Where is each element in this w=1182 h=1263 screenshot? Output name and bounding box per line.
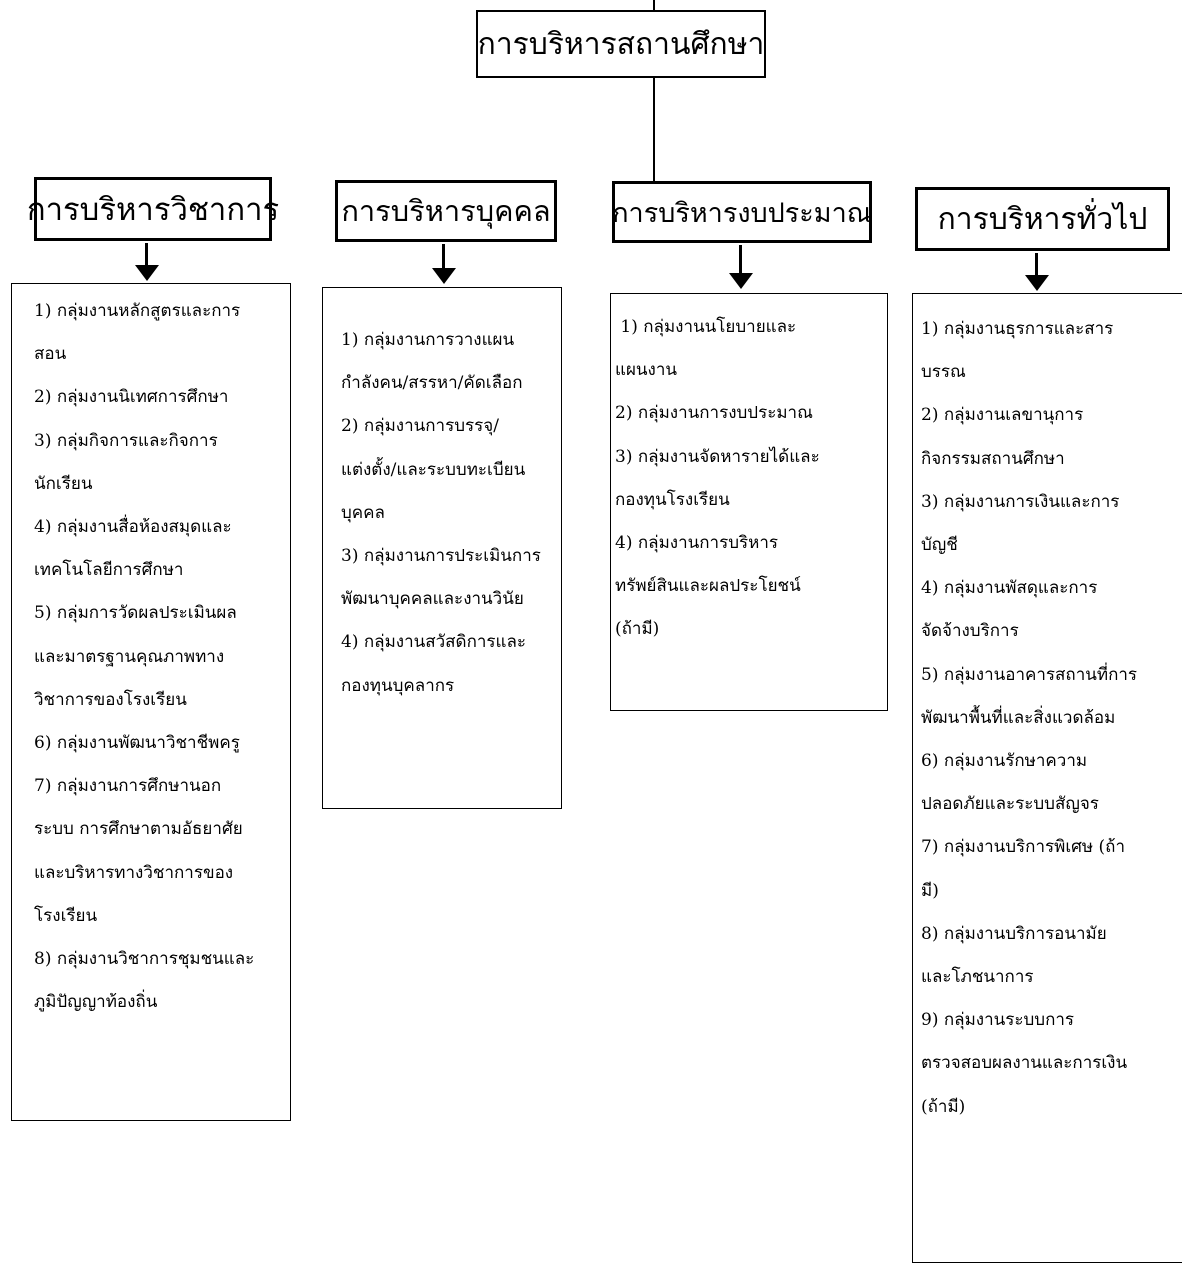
list-item: 2) กลุ่มงานนิเทศการศึกษา bbox=[34, 387, 229, 408]
general-list: 1) กลุ่มงานธุรการและสารบรรณ 2) กลุ่มงานเล… bbox=[912, 293, 1182, 1263]
list-item: ทรัพย์สินและผลประโยชน์ bbox=[615, 576, 801, 597]
list-item: กองทุนบุคลากร bbox=[341, 675, 455, 696]
list-item: และโภชนาการ bbox=[921, 967, 1034, 988]
list-item: มี) bbox=[921, 880, 939, 901]
list-item: กำลังคน/สรรหา/คัดเลือก bbox=[341, 373, 523, 394]
root-label: การบริหารสถานศึกษา bbox=[477, 26, 765, 62]
down-arrow-icon bbox=[135, 243, 159, 281]
list-item: บรรณ bbox=[921, 362, 966, 383]
list-item: 1) กลุ่มงานหลักสูตรและการ bbox=[34, 301, 241, 321]
list-item: 4) กลุ่มงานการบริหาร bbox=[615, 533, 779, 554]
down-arrow-icon bbox=[432, 244, 456, 284]
list-item: และมาตรฐานคุณภาพทาง bbox=[34, 646, 225, 667]
academic-heading: การบริหารวิชาการ bbox=[27, 177, 279, 241]
list-item: ภูมิปัญญาท้องถิ่น bbox=[34, 992, 158, 1013]
list-item: และบริหารทางวิชาการของ bbox=[34, 862, 234, 883]
list-item: 4) กลุ่มงานพัสดุและการ bbox=[921, 578, 1098, 599]
list-item: 5) กลุ่มงานอาคารสถานที่การ bbox=[921, 664, 1138, 685]
list-item: 3) กลุ่มงานจัดหารายได้และ bbox=[615, 446, 820, 467]
list-item: 3) กลุ่มงานการเงินและการ bbox=[921, 491, 1120, 512]
list-item: บัญชี bbox=[921, 535, 958, 556]
list-item: นักเรียน bbox=[34, 473, 93, 494]
academic-list: 1) กลุ่มงานหลักสูตรและการสอน 2) กลุ่มงานน… bbox=[11, 283, 291, 1121]
list-item: วิชาการของโรงเรียน bbox=[34, 689, 187, 710]
list-item: สอน bbox=[34, 344, 67, 365]
list-item: แต่งตั้ง/และระบบทะเบียน bbox=[341, 459, 526, 480]
list-body: 1) กลุ่มงานนโยบายและแผนงาน 2) กลุ่มงานการ… bbox=[615, 306, 820, 652]
list-item: กองทุนโรงเรียน bbox=[615, 489, 730, 510]
list-item: 7) กลุ่มงานบริการพิเศษ (ถ้า bbox=[921, 837, 1126, 858]
budget-heading: การบริหารงบประมาณ bbox=[612, 181, 872, 243]
list-item: 1) กลุ่มงานการวางแผน bbox=[341, 330, 515, 350]
list-item: พัฒนาบุคคลและงานวินัย bbox=[341, 589, 524, 610]
list-item: (ถ้ามี) bbox=[615, 619, 660, 640]
list-item: 2) กลุ่มงานการบรรจุ/ bbox=[341, 416, 499, 437]
heading-label: การบริหารบุคคล bbox=[341, 194, 551, 228]
heading-label: การบริหารวิชาการ bbox=[26, 192, 280, 228]
list-item: (ถ้ามี) bbox=[921, 1096, 966, 1117]
personnel-list: 1) กลุ่มงานการวางแผนกำลังคน/สรรหา/คัดเลื… bbox=[322, 287, 562, 809]
list-item: 4) กลุ่มงานสื่อห้องสมุดและ bbox=[34, 517, 232, 538]
list-item: 5) กลุ่มการวัดผลประเมินผล bbox=[34, 603, 237, 624]
connector-line bbox=[653, 0, 655, 215]
list-item: แผนงาน bbox=[615, 360, 678, 381]
list-item: 8) กลุ่มงานวิชาการชุมชนและ bbox=[34, 949, 255, 970]
heading-label: การบริหารงบประมาณ bbox=[612, 197, 872, 229]
list-item: ปลอดภัยและระบบสัญจร bbox=[921, 794, 1099, 815]
heading-label: การบริหารทั่วไป bbox=[937, 201, 1148, 237]
list-item: เทคโนโลยีการศึกษา bbox=[34, 560, 184, 581]
list-item: พัฒนาพื้นที่และสิ่งแวดล้อม bbox=[921, 707, 1116, 728]
general-heading: การบริหารทั่วไป bbox=[915, 187, 1170, 251]
list-item: 2) กลุ่มงานการงบประมาณ bbox=[615, 403, 813, 424]
list-item: โรงเรียน bbox=[34, 905, 98, 926]
list-body: 1) กลุ่มงานธุรการและสารบรรณ 2) กลุ่มงานเล… bbox=[921, 308, 1137, 1129]
list-item: ระบบ การศึกษาตามอัธยาศัย bbox=[34, 819, 243, 840]
list-item: 3) กลุ่มงานการประเมินการ bbox=[341, 546, 541, 567]
list-item: ตรวจสอบผลงานและการเงิน bbox=[921, 1053, 1128, 1074]
personnel-heading: การบริหารบุคคล bbox=[335, 180, 557, 242]
list-item: บุคคล bbox=[341, 502, 385, 523]
list-item: 8) กลุ่มงานบริการอนามัย bbox=[921, 923, 1107, 944]
list-item: 6) กลุ่มงานพัฒนาวิชาชีพครู bbox=[34, 733, 240, 754]
list-item: จัดจ้างบริการ bbox=[921, 621, 1019, 642]
list-item: 1) กลุ่มงานธุรการและสาร bbox=[921, 319, 1114, 339]
list-item: 6) กลุ่มงานรักษาความ bbox=[921, 751, 1088, 772]
list-item: 7) กลุ่มงานการศึกษานอก bbox=[34, 776, 222, 797]
list-body: 1) กลุ่มงานหลักสูตรและการสอน 2) กลุ่มงานน… bbox=[34, 290, 254, 1024]
budget-list: 1) กลุ่มงานนโยบายและแผนงาน 2) กลุ่มงานการ… bbox=[610, 293, 888, 711]
list-item: 4) กลุ่มงานสวัสดิการและ bbox=[341, 632, 527, 653]
root-node: การบริหารสถานศึกษา bbox=[476, 10, 766, 78]
down-arrow-icon bbox=[729, 245, 753, 289]
list-body: 1) กลุ่มงานการวางแผนกำลังคน/สรรหา/คัดเลื… bbox=[341, 319, 541, 708]
down-arrow-icon bbox=[1025, 253, 1049, 291]
list-item: 1) กลุ่มงานนโยบายและ bbox=[615, 317, 797, 337]
list-item: 2) กลุ่มงานเลขานุการ bbox=[921, 405, 1084, 426]
list-item: กิจกรรมสถานศึกษา bbox=[921, 448, 1065, 469]
list-item: 9) กลุ่มงานระบบการ bbox=[921, 1010, 1075, 1031]
list-item: 3) กลุ่มกิจการและกิจการ bbox=[34, 430, 218, 451]
